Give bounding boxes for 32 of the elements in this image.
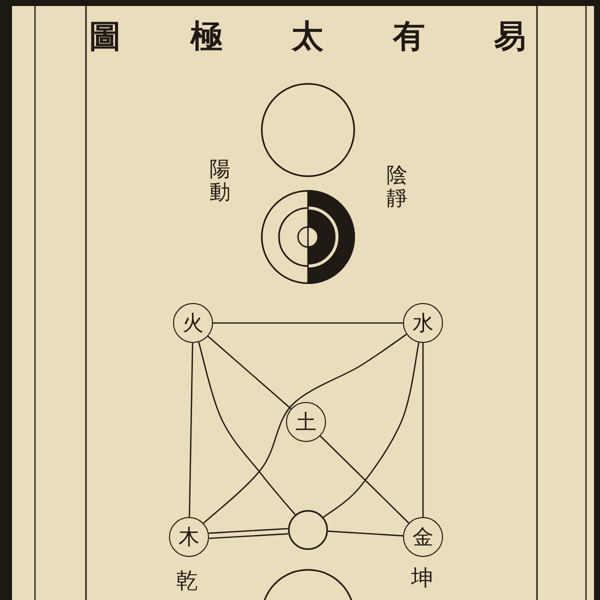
connector-line: [328, 530, 404, 536]
element-circle: [169, 517, 209, 557]
title-character: 太: [292, 20, 324, 52]
connector-line: [208, 528, 289, 540]
connector-line: [422, 343, 424, 517]
side-label: 坤: [411, 568, 433, 590]
element-character: 木: [178, 526, 200, 548]
element-circle: [403, 517, 443, 557]
connector-line: [320, 436, 410, 524]
title-character: 圖: [89, 20, 121, 52]
empty-circle: [261, 83, 355, 177]
title-character: 易: [494, 20, 526, 52]
connector-line: [198, 342, 296, 516]
empty-circle: [288, 510, 328, 550]
connector-line: [203, 334, 407, 524]
element-character: 土: [296, 412, 316, 432]
element-character: 火: [182, 312, 204, 334]
yin-yang-circle-drawing: [261, 190, 355, 284]
side-label: 陰靜: [386, 164, 408, 210]
connector-line: [188, 342, 194, 518]
side-label: 陽動: [210, 158, 230, 204]
element-circle: [173, 303, 213, 343]
title-character: 有: [392, 20, 425, 52]
element-character: 水: [412, 312, 434, 334]
element-character: 金: [412, 526, 434, 548]
title-character: 極: [190, 20, 222, 52]
side-label: 乾: [176, 571, 198, 593]
connector-line: [213, 322, 403, 324]
connector-line: [208, 336, 292, 410]
element-circle: [403, 303, 443, 343]
connector-line: [323, 342, 420, 518]
element-circle: [286, 402, 326, 442]
